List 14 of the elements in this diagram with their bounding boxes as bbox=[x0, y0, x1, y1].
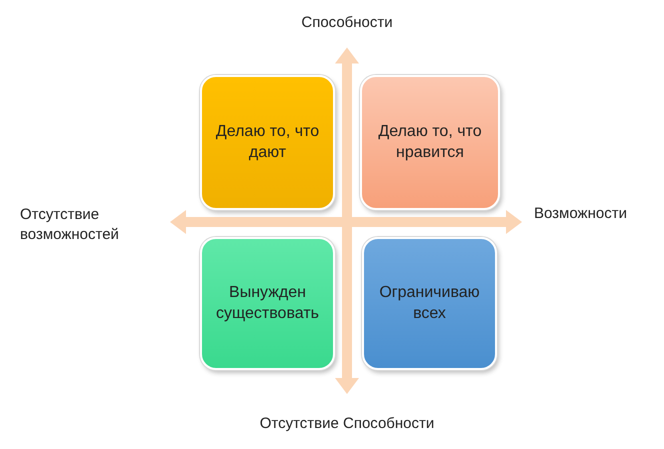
axis-label: Возможности bbox=[522, 204, 644, 224]
quadrant-box bbox=[200, 75, 335, 210]
axis-label: Отсутствие Способности bbox=[240, 394, 454, 434]
quadrant-text: Вынужден существовать bbox=[215, 282, 320, 324]
quadrant-box bbox=[362, 237, 497, 370]
quadrant-text: Ограничиваю всех bbox=[378, 282, 481, 324]
double-headed-arrow bbox=[335, 48, 359, 394]
axis-label: Отсутствие возможностей bbox=[20, 205, 170, 244]
quadrant-box bbox=[360, 75, 500, 210]
axis-label: Способности bbox=[300, 13, 394, 48]
quadrant-text: Делаю то, что дают bbox=[214, 122, 320, 162]
double-headed-arrow bbox=[170, 210, 522, 234]
quadrant-text: Делаю то, что нравится bbox=[377, 122, 483, 162]
quadrant-box bbox=[200, 237, 335, 370]
